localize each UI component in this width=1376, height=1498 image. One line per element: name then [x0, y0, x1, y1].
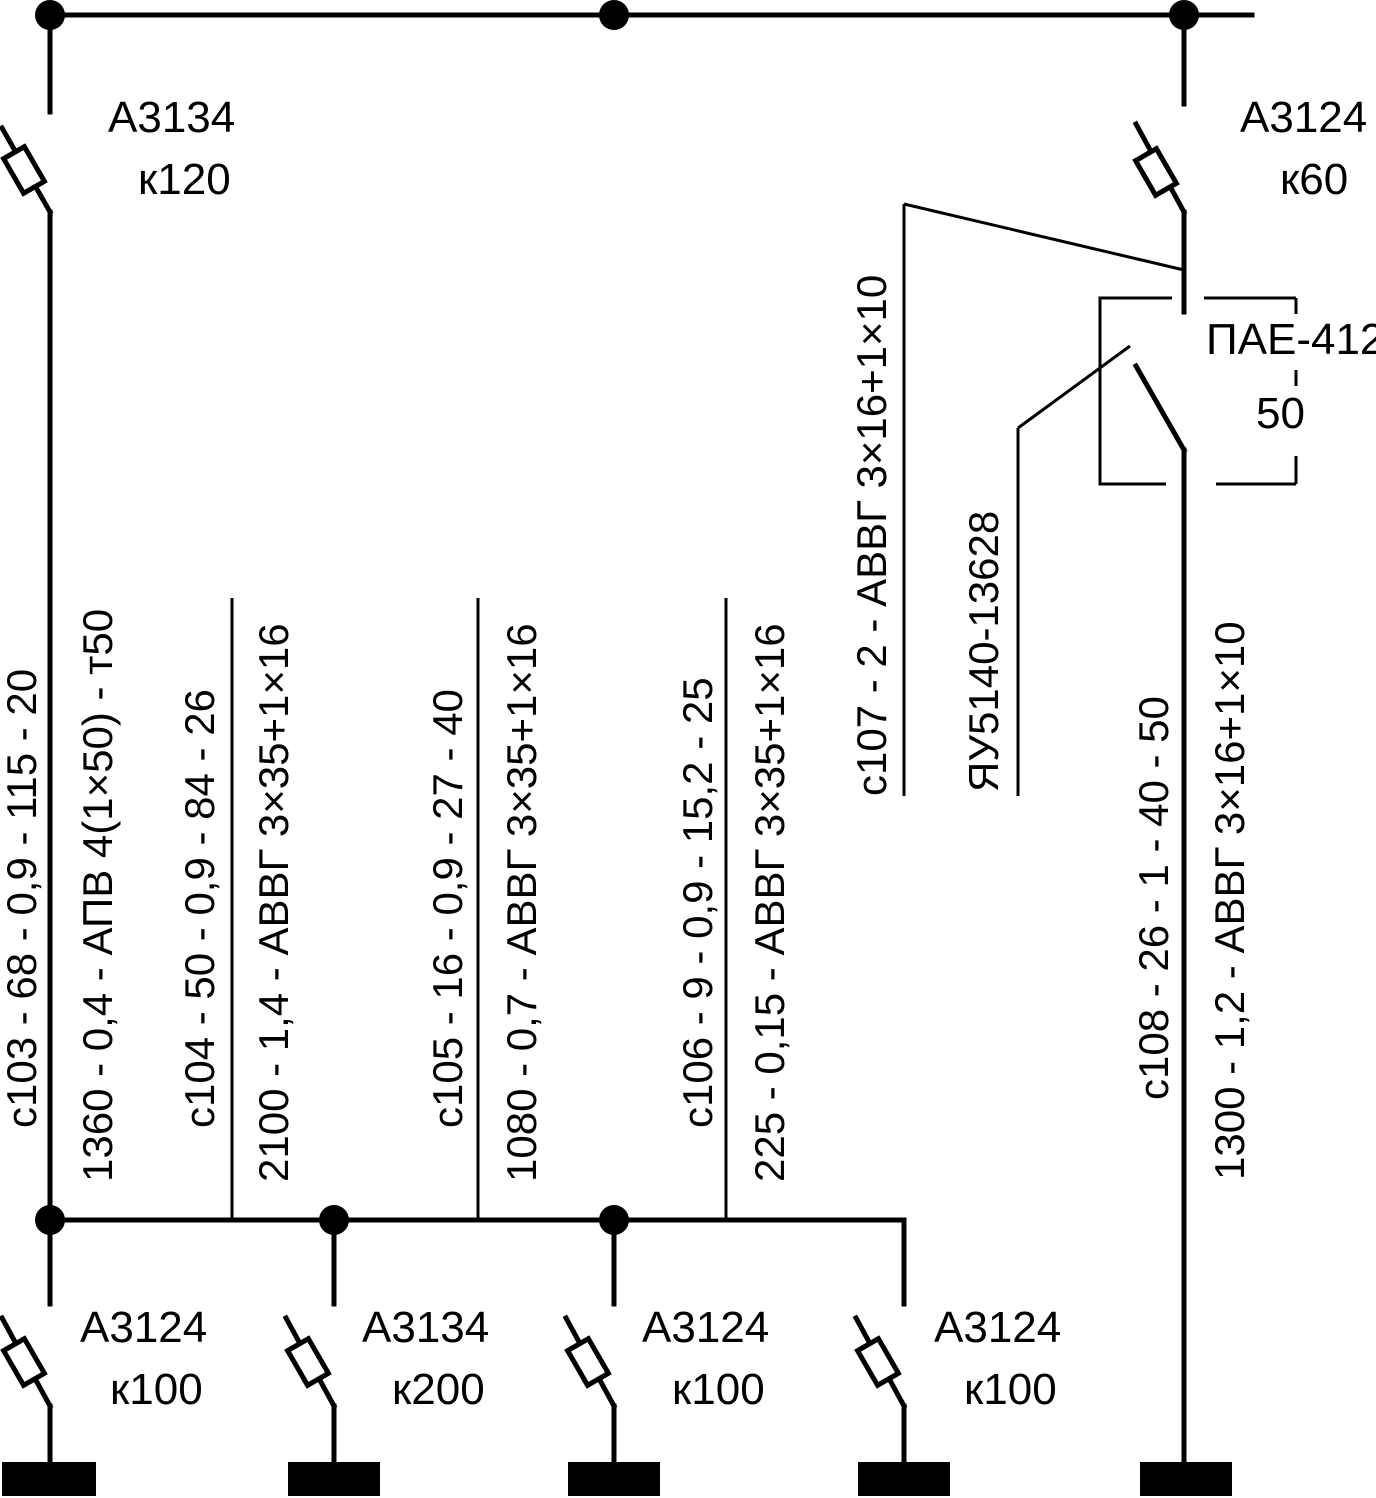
load-label-c106: с106 - 9 - 0,9 - 15,2 - 25: [674, 677, 721, 1128]
load-terminal-icon: [288, 1462, 380, 1496]
breaker-rating-label: к60: [1280, 155, 1348, 204]
junction-box-label: ЯУ5140-13628: [960, 511, 1007, 792]
outgoing-breaker-2: [282, 1217, 380, 1496]
breaker-release-icon: [1132, 145, 1180, 199]
starter-type-label: ПАЕ-412: [1206, 315, 1376, 364]
cable-label-c106: 225 - 0,15 - АВВГ 3×35+1×16: [746, 623, 793, 1182]
breaker-type-label: А3124: [80, 1303, 207, 1352]
outgoing-breaker-4: [852, 1314, 950, 1496]
load-label-c105: с105 - 16 - 0,9 - 27 - 40: [424, 689, 471, 1128]
breaker-type-label: А3134: [108, 93, 235, 142]
breaker-rating-label: к200: [392, 1365, 485, 1414]
cable-label-c107: с107 - 2 - АВВГ 3×16+1×10: [848, 275, 895, 796]
breaker-type-label: А3134: [362, 1303, 489, 1352]
starter-rating-label: 50: [1256, 389, 1305, 438]
load-terminal-icon: [568, 1462, 660, 1496]
breaker-release-icon: [0, 143, 48, 197]
cable-label-c103: 1360 - 0,4 - АПВ 4(1×50) - т50: [74, 609, 121, 1182]
breaker-release-icon: [564, 1335, 612, 1389]
load-label-c103: с103 - 68 - 0,9 - 115 - 20: [0, 669, 45, 1128]
outgoing-breaker-3: [562, 1217, 660, 1496]
load-terminal-icon: [858, 1462, 950, 1496]
breaker-release-icon: [854, 1335, 902, 1389]
cable-label-c108: 1300 - 1,2 - АВВГ 3×16+1×10: [1206, 621, 1253, 1180]
breaker-release-icon: [0, 1335, 48, 1389]
magnetic-starter: [1016, 296, 1298, 1465]
main-breaker-left: [0, 12, 54, 1223]
branch-c107: [902, 202, 1185, 796]
load-terminal-icon: [1140, 1462, 1232, 1496]
cable-label-c105: 1080 - 0,7 - АВВГ 3×35+1×16: [498, 623, 545, 1182]
main-breaker-right: [1132, 12, 1188, 315]
breaker-rating-label: к100: [672, 1365, 765, 1414]
outgoing-breaker-1: [0, 1217, 96, 1496]
load-label-c104: с104 - 50 - 0,9 - 84 - 26: [176, 689, 223, 1128]
top-busbar: [35, 0, 1255, 30]
bus-node-middle: [599, 0, 629, 30]
breaker-release-icon: [284, 1335, 332, 1389]
cable-label-c104: 2100 - 1,4 - АВВГ 3×35+1×16: [250, 623, 297, 1182]
load-label-c108: с108 - 26 - 1 - 40 - 50: [1130, 696, 1177, 1100]
load-terminal-icon: [2, 1462, 96, 1496]
lower-busbar: [35, 598, 907, 1307]
breaker-type-label: А3124: [934, 1303, 1061, 1352]
breaker-type-label: А3124: [1240, 93, 1367, 142]
breaker-rating-label: к100: [964, 1365, 1057, 1414]
breaker-type-label: А3124: [642, 1303, 769, 1352]
breaker-rating-label: к120: [138, 155, 231, 204]
breaker-rating-label: к100: [110, 1365, 203, 1414]
